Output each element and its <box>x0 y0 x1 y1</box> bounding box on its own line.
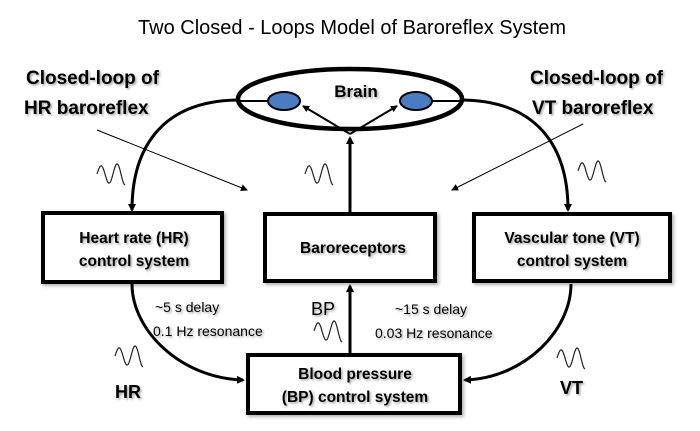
vt-to-bp-arc <box>463 283 573 384</box>
wave-icon-bp <box>313 320 343 343</box>
brain-label: Brain <box>334 82 377 101</box>
wave-icons <box>96 160 607 370</box>
vt-box-line2: control system <box>517 253 627 270</box>
wave-icon-vt-loop <box>577 160 607 183</box>
hr-loop-label-line1: Closed-loop of <box>26 68 160 89</box>
vt-loop-label-line1: Closed-loop of <box>530 68 664 89</box>
bp-box-line1: Blood pressure <box>298 366 412 383</box>
vt-center-node <box>399 91 433 111</box>
vt-control-box: Vascular tone (VT) control system <box>472 212 672 283</box>
hr-box-line2: control system <box>79 253 189 270</box>
wave-icon-hr <box>114 345 144 368</box>
bp-box-line2: (BP) control system <box>282 389 428 406</box>
diagram-title: Two Closed - Loops Model of Baroreflex S… <box>138 17 566 39</box>
vt-loop-pointer-arrow <box>451 123 584 191</box>
vt-resonance-note: 0.03 Hz resonance <box>375 325 493 341</box>
hr-box-line1: Heart rate (HR) <box>79 230 188 247</box>
hr-to-bp-arc <box>130 283 245 384</box>
hr-center-node <box>267 91 301 111</box>
brain-ellipse <box>235 66 465 132</box>
hr-loop-label-line2: HR baroreflex <box>24 98 149 119</box>
vt-loop-label: Closed-loop of VT baroreflex <box>530 68 664 119</box>
baroreceptors-box: Baroreceptors <box>263 212 437 283</box>
hr-delay-note: ~5 s delay <box>155 299 219 315</box>
bp-control-box: Blood pressure (BP) control system <box>246 353 462 415</box>
baroreceptors-label: Baroreceptors <box>300 240 406 257</box>
vt-delay-note: ~15 s delay <box>395 301 467 317</box>
hr-resonance-note: 0.1 Hz resonance <box>153 323 263 339</box>
brain-to-hr-arc <box>128 98 241 212</box>
bp-signal-label: BP <box>311 299 335 319</box>
hr-loop-pointer-arrow <box>96 129 248 192</box>
wave-icon-brain <box>304 163 334 186</box>
brain-internal-arrow-left <box>302 105 351 135</box>
hr-control-box: Heart rate (HR) control system <box>41 211 224 284</box>
vt-loop-label-line2: VT baroreflex <box>532 98 654 119</box>
hr-signal-label: HR <box>115 382 141 402</box>
hr-loop-label: Closed-loop of HR baroreflex <box>24 68 160 119</box>
vt-signal-label: VT <box>560 378 583 398</box>
wave-icon-vt <box>556 347 586 370</box>
brain-internal-arrow-right <box>349 105 398 135</box>
vt-box-line1: Vascular tone (VT) <box>504 230 639 247</box>
brain-to-vt-arc <box>459 98 572 212</box>
wave-icon-hr-loop <box>96 163 126 186</box>
